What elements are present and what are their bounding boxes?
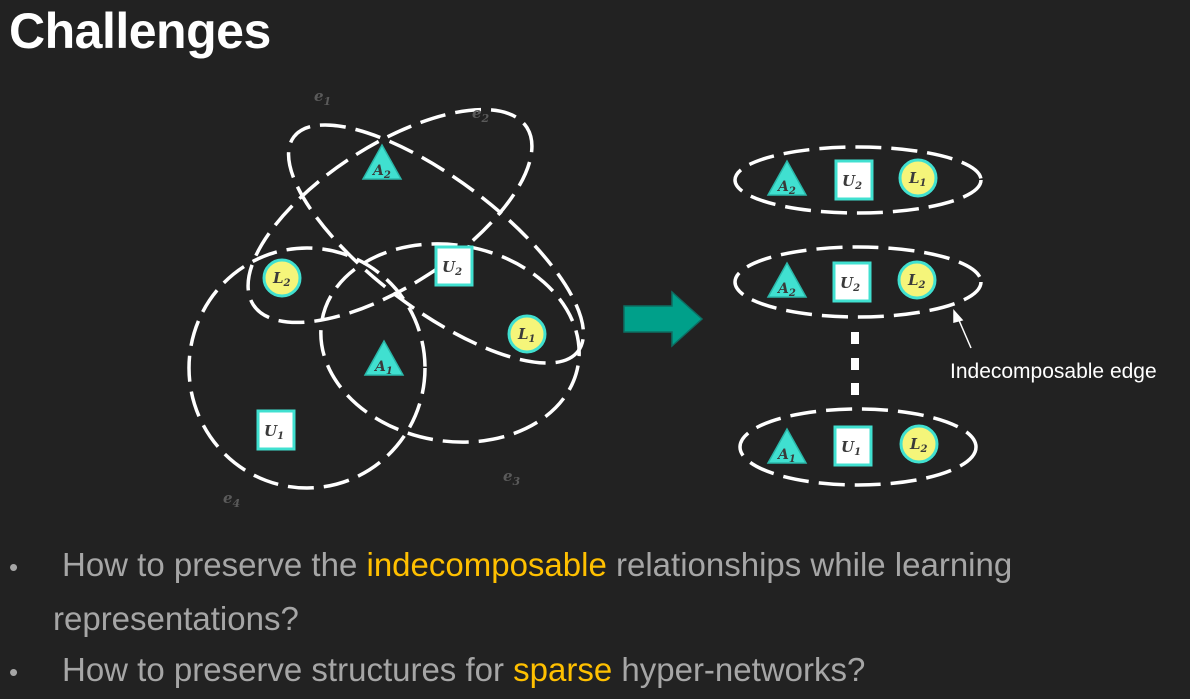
edge-ellipse-1 (733, 145, 983, 215)
row2-node-L2: L2 (897, 260, 937, 300)
row1-node-L1: L1 (898, 158, 938, 198)
edge-label-e4: e4 (223, 489, 240, 510)
row3-node-A1: A1 (767, 428, 807, 465)
edge-label-e3: e3 (503, 467, 521, 488)
node-U1: U1 (256, 409, 296, 451)
row3-node-U1: U1 (833, 425, 873, 467)
bullet-1-text-end: relationships while learning (606, 546, 1013, 583)
row3-node-L2: L2 (899, 424, 939, 464)
bullet-2-text: How to preserve structures for (62, 651, 514, 688)
bullet-dot: • (9, 552, 19, 582)
bullet-2: How to preserve structures for sparse hy… (62, 651, 865, 689)
node-L2: L2 (262, 258, 302, 298)
hyperedge-e4 (187, 246, 427, 490)
bullet-1-continuation: representations? (53, 600, 299, 637)
bullet-2-text-end: hyper-networks? (612, 651, 866, 688)
bullet-1-text: How to preserve the (62, 546, 367, 583)
page-title: Challenges (9, 3, 271, 59)
node-A1: A1 (364, 340, 404, 377)
hyperedge-e1 (246, 107, 534, 325)
edge-ellipse-3 (738, 407, 978, 487)
bullet-dot: • (9, 657, 19, 687)
row2-node-A2: A2 (767, 262, 807, 299)
edge-label-e1: e1 (314, 87, 331, 108)
row2-node-U2: U2 (832, 261, 872, 303)
node-A2: A2 (362, 144, 402, 181)
edge-label-e2: e2 (472, 104, 490, 125)
transform-arrow-icon (623, 290, 704, 348)
annotation-label: Indecomposable edge (950, 360, 1157, 383)
annotation-arrow-icon (953, 309, 972, 349)
row1-node-A2: A2 (767, 160, 807, 197)
hypergraph-diagram: e1 e2 e3 e4 A2 U2 L2 L1 A1 U1 A2 U2 L1 (187, 87, 1157, 510)
node-U2: U2 (434, 245, 474, 287)
ellipsis-dots (851, 332, 859, 395)
bullet-2-highlight: sparse (513, 651, 613, 688)
node-L1: L1 (507, 314, 547, 354)
bullet-1: How to preserve the indecomposable relat… (62, 546, 1012, 584)
bullet-1-highlight: indecomposable (366, 546, 607, 583)
row1-node-U2: U2 (834, 159, 874, 201)
edge-ellipse-2 (733, 245, 983, 319)
